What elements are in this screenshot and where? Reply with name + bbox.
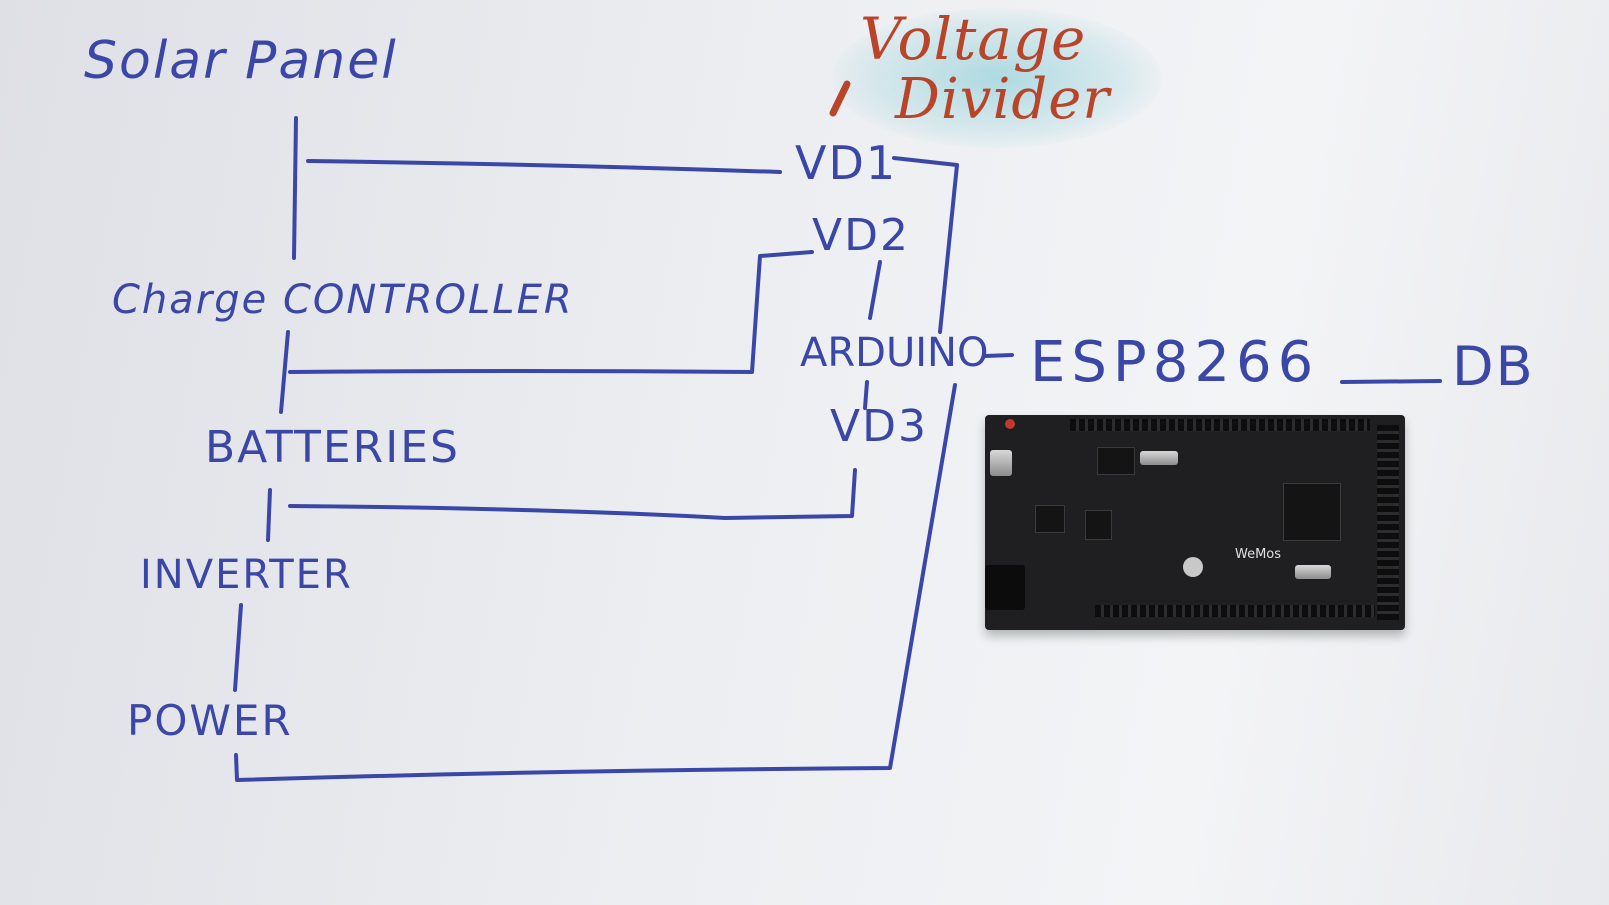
arduino-esp-dash [983,353,1014,358]
voltage-divider-slash [829,80,851,117]
right-header [1377,425,1399,620]
serial-chip [1097,447,1135,475]
esp8266-label: ESP8266 [1030,330,1320,395]
vd2-to-arduino-wire [868,260,882,320]
power-label: POWER [127,696,293,745]
solar-panel-label: Solar Panel [84,31,398,91]
top-header [1070,419,1370,431]
batteries-label: BATTERIES [205,422,460,473]
esp-db-dash [1340,379,1442,384]
main-chip [1283,483,1341,541]
vd1-label: VD1 [795,136,898,190]
power-jack [985,565,1025,610]
arduino-label: ARDUINO [800,330,989,376]
usb-chip [1035,505,1065,533]
esp-chip [1085,510,1112,540]
solar-panel-stub [292,116,298,260]
teal-highlight [832,8,1162,148]
usb-port [990,450,1012,476]
inverter-stub [233,603,243,692]
brand-logo: WeMos [1235,547,1282,562]
bottom-header [1095,605,1375,617]
batteries-stub [266,488,272,542]
inverter-label: INVERTER [140,552,353,598]
capacitor [1183,557,1203,577]
vd2-label: VD2 [812,210,910,261]
power-return-wire [234,383,957,782]
voltage-label: Voltage [860,5,1087,73]
batteries-to-vd3-wire [288,468,857,520]
arduino-board-photo: WeMos [985,415,1405,630]
vd3-to-arduino-wire [863,380,869,410]
crystal-1 [1140,451,1178,465]
reset-button [1005,419,1015,429]
crystal-2 [1295,565,1331,579]
vd3-label: VD3 [830,401,928,452]
controller-stub [279,330,290,414]
vd1-to-arduino-wire [892,156,959,334]
db-label: DB [1452,335,1535,398]
controller-to-vd2-wire [288,250,814,374]
solar-to-vd1-wire [306,159,782,174]
divider-label: Divider [895,67,1111,132]
charge-controller-label: Charge CONTROLLER [112,277,574,323]
